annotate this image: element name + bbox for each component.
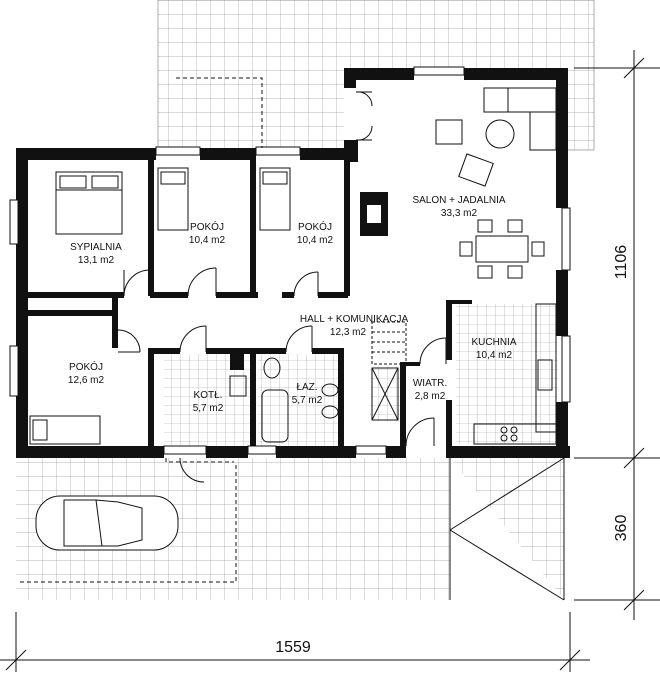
label-kuchnia: KUCHNIA <box>471 337 516 348</box>
terrace-dashed <box>176 77 263 148</box>
stairs <box>371 321 407 421</box>
label-sypialnia: SYPIALNIA <box>70 242 122 253</box>
dim-height-total: 1106 <box>613 245 630 280</box>
area-kotl: 5,7 m2 <box>193 403 224 414</box>
label-kotl: KOTŁ. <box>194 390 223 401</box>
label-laz: ŁAZ. <box>296 382 317 393</box>
furniture <box>29 87 557 445</box>
windows <box>9 66 571 455</box>
area-pokoj-2: 10,4 m2 <box>297 235 334 246</box>
label-wiatr: WIATR. <box>413 378 447 389</box>
area-wiatr: 2,8 m2 <box>415 391 446 402</box>
area-kuchnia: 10,4 m2 <box>476 350 513 361</box>
label-pokoj-3: POKÓJ <box>69 360 103 373</box>
label-pokoj-2: POKÓJ <box>298 220 332 233</box>
fireplace <box>367 205 381 223</box>
room-labels: SYPIALNIA 13,1 m2 POKÓJ 10,4 m2 POKÓJ 10… <box>68 195 517 414</box>
area-salon: 33,3 m2 <box>441 208 478 219</box>
laz-tiles <box>258 354 342 446</box>
area-pokoj-3: 12,6 m2 <box>68 375 105 386</box>
dim-width-total: 1559 <box>275 639 311 656</box>
area-sypialnia: 13,1 m2 <box>78 255 115 266</box>
area-laz: 5,7 m2 <box>292 395 323 406</box>
label-pokoj-1: POKÓJ <box>190 220 224 233</box>
label-salon: SALON + JADALNIA <box>412 195 505 206</box>
area-pokoj-1: 10,4 m2 <box>189 235 226 246</box>
car <box>35 495 179 551</box>
label-hall: HALL + KOMUNIKACJA <box>300 314 409 325</box>
dimension-lines <box>0 50 660 672</box>
doors <box>117 91 447 483</box>
carport-dashed <box>20 462 237 583</box>
walls <box>16 68 570 458</box>
dim-height-carport: 360 <box>613 515 630 542</box>
kitchen-tiles <box>456 304 558 444</box>
area-hall: 12,3 m2 <box>330 327 367 338</box>
